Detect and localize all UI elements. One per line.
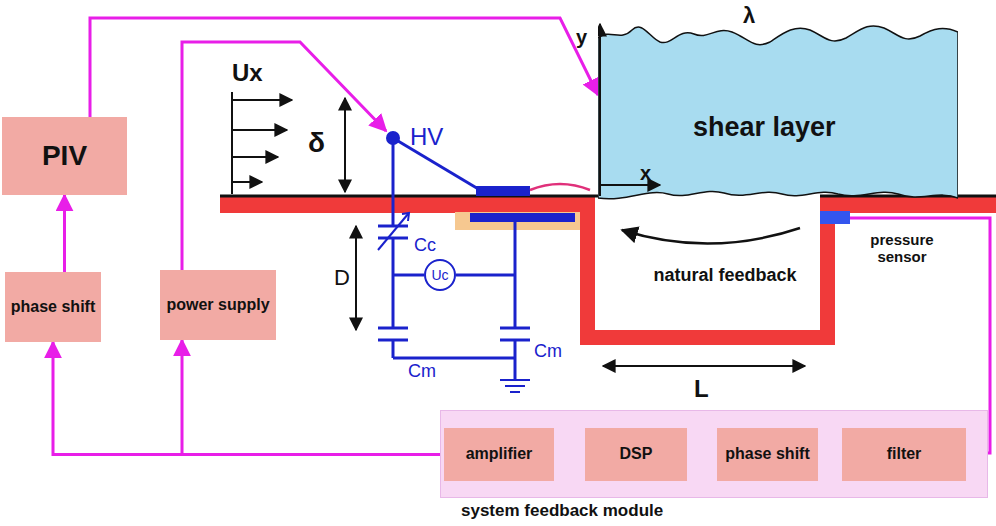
signal-line: [63, 195, 66, 272]
node-label: PIV: [38, 140, 91, 172]
sensor-label: pressure sensor: [852, 232, 952, 265]
lower-electrode: [470, 213, 575, 222]
filter-box: filter: [842, 428, 966, 481]
axis-label: y: [576, 26, 587, 48]
node-label: shear layer: [693, 112, 836, 143]
dimension-label: D: [334, 266, 350, 290]
phase-shift-box: phase shift: [5, 272, 101, 342]
signal-line: [182, 340, 444, 455]
node-label: phase shift: [721, 445, 813, 463]
capacitor-label: Cm: [408, 362, 436, 382]
dielectric: [455, 212, 580, 230]
piv-box: PIV: [2, 117, 127, 195]
thickness-label: δ: [308, 128, 325, 159]
phase-shift-box: phase shift: [717, 428, 818, 481]
feedback-module: system feedback moduleamplifierDSPphase …: [440, 410, 988, 498]
voltage-source: Uc: [424, 259, 456, 291]
amplifier-box: amplifier: [444, 428, 554, 481]
power-supply-box: power supply: [160, 270, 276, 340]
node-label: system feedback module: [461, 501, 663, 521]
wavelength-label: λ: [743, 4, 755, 28]
dimension-label: L: [694, 376, 709, 402]
node-label: amplifier: [462, 445, 537, 463]
axis-label: x: [640, 162, 651, 184]
node-label: phase shift: [7, 298, 99, 316]
circuit: [378, 138, 530, 392]
shear-layer-shape: [598, 20, 958, 200]
shear-layer: shear layer: [598, 20, 958, 200]
capacitor-label: Cc: [414, 236, 436, 256]
pressure-sensor: [820, 211, 850, 224]
capacitor-label: Cm: [534, 342, 562, 362]
node-label: DSP: [616, 445, 657, 463]
velocity-label: Ux: [232, 60, 263, 86]
voltage-label: HV: [410, 124, 443, 150]
node-label: filter: [883, 445, 926, 463]
signal-line: [90, 18, 598, 117]
node-label: power supply: [162, 296, 273, 314]
signal-line: [53, 342, 444, 455]
node-label: Uc: [431, 267, 448, 283]
cavity-label: natural feedback: [650, 266, 800, 286]
upper-electrode: [476, 186, 530, 196]
dsp-box: DSP: [585, 428, 687, 481]
